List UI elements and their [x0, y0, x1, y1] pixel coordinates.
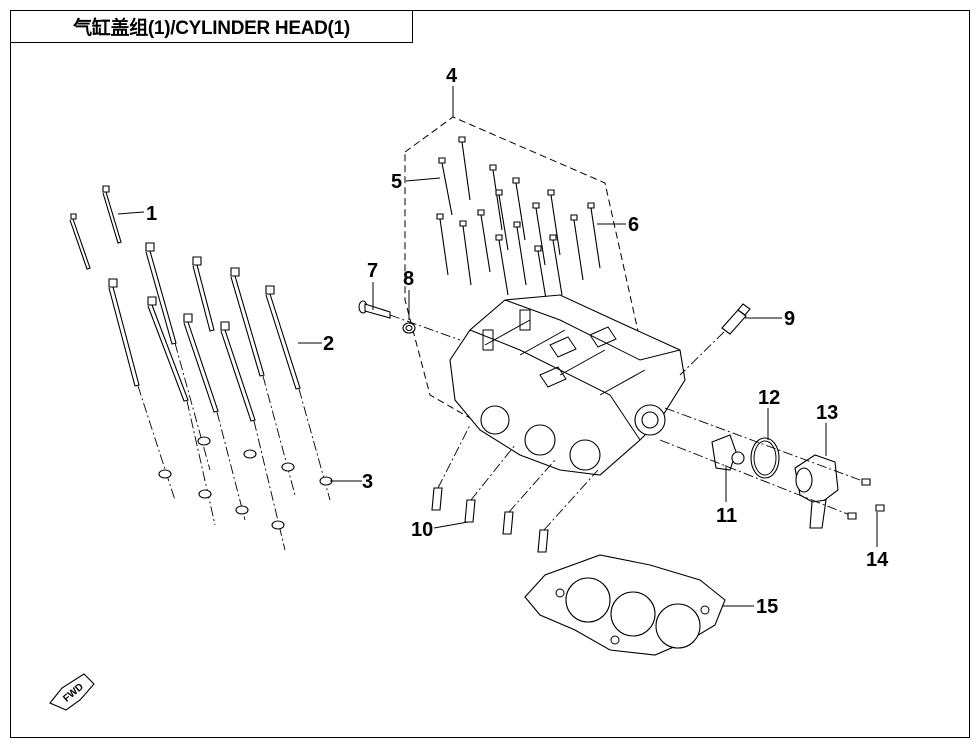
part-11-thermostat — [711, 434, 745, 471]
part-3-washers — [158, 436, 333, 530]
part-5-6-bolts — [436, 136, 601, 306]
callout-6: 6 — [628, 214, 639, 236]
title-box: 气缸盖组(1)/CYLINDER HEAD(1) — [10, 10, 413, 43]
part-13-housing — [659, 407, 861, 529]
callout-9: 9 — [784, 308, 795, 330]
callout-10: 10 — [411, 519, 433, 541]
callout-8: 8 — [403, 268, 414, 290]
callout-5: 5 — [391, 171, 402, 193]
leader-lines — [117, 86, 878, 607]
part-10-dowel-pins — [431, 424, 599, 553]
part-15-gasket — [524, 554, 726, 656]
part-12-o-ring — [750, 437, 780, 479]
part-1-bolts — [69, 185, 122, 270]
part-9-sensor — [679, 303, 751, 376]
callout-2: 2 — [323, 333, 334, 355]
callout-7: 7 — [367, 260, 378, 282]
page-title: 气缸盖组(1)/CYLINDER HEAD(1) — [73, 18, 350, 39]
callout-3: 3 — [362, 471, 373, 493]
callout-numbers: 1 2 3 4 5 6 7 8 9 10 11 12 13 14 15 — [146, 65, 889, 618]
callout-4: 4 — [446, 65, 458, 87]
part-14-bolts — [847, 478, 885, 520]
callout-12: 12 — [758, 387, 780, 409]
callout-1: 1 — [146, 203, 157, 225]
forward-arrow-icon: FWD — [49, 673, 95, 711]
part-7-valve — [358, 300, 461, 341]
callout-15: 15 — [756, 596, 778, 618]
callout-13: 13 — [816, 402, 838, 424]
callout-11: 11 — [716, 505, 737, 527]
part-2-head-bolts — [108, 242, 331, 551]
callout-14: 14 — [866, 549, 889, 571]
part-8-seal — [402, 322, 416, 334]
diagram-frame — [10, 10, 970, 738]
cylinder-head-body — [449, 294, 686, 476]
